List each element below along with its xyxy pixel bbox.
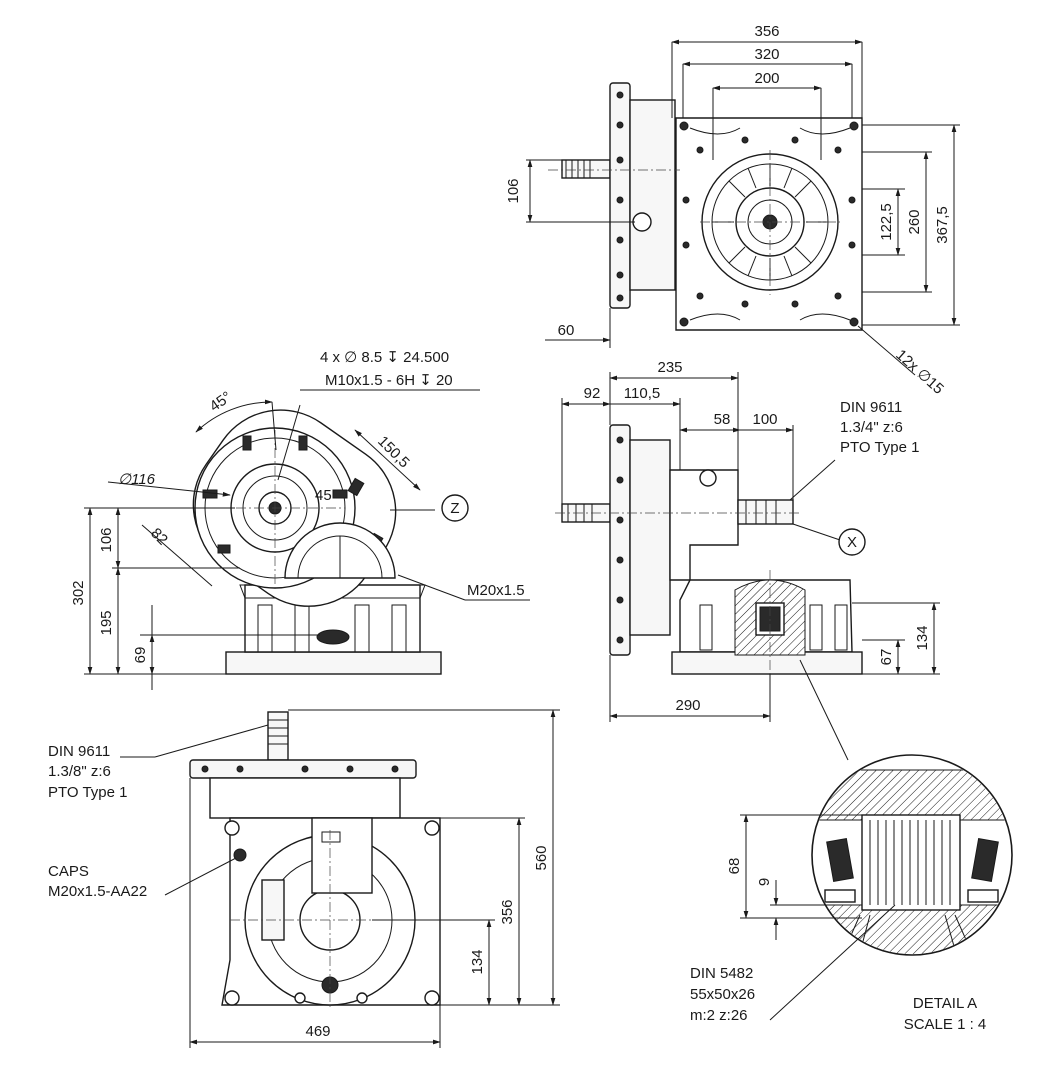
dim-106-left: 106 bbox=[98, 527, 115, 552]
dim-100: 100 bbox=[752, 411, 777, 428]
top-housing-body bbox=[629, 99, 676, 291]
dim-68: 68 bbox=[726, 858, 743, 875]
note-din5482-1: DIN 5482 bbox=[690, 965, 753, 982]
dim-60: 60 bbox=[558, 322, 575, 339]
left-base-plate bbox=[225, 651, 442, 675]
dim-302: 302 bbox=[70, 580, 87, 605]
note-din9611-out-1: DIN 9611 bbox=[840, 399, 902, 416]
dim-290: 290 bbox=[675, 697, 700, 714]
dim-195: 195 bbox=[98, 610, 115, 635]
note-din5482-3: m:2 z:26 bbox=[690, 1007, 748, 1024]
dim-560: 560 bbox=[533, 845, 550, 870]
left-housing-ribs bbox=[257, 604, 407, 653]
left-m20-plug bbox=[316, 629, 350, 645]
dim-92: 92 bbox=[584, 385, 601, 402]
dim-110-5: 110,5 bbox=[624, 385, 660, 402]
top-view: 356 320 200 106 122,5 260 367,5 60 12x ∅… bbox=[505, 23, 960, 398]
dim-69: 69 bbox=[132, 647, 149, 664]
note-din9611-in-3: PTO Type 1 bbox=[48, 784, 128, 801]
dim-200: 200 bbox=[754, 70, 779, 87]
dim-134-front: 134 bbox=[469, 949, 486, 974]
left-dimension-lines bbox=[84, 389, 530, 690]
front-dimension-lines bbox=[120, 709, 560, 1048]
side-dimension-lines bbox=[561, 372, 940, 761]
side-view: 235 92 110,5 58 100 67 134 290 DIN 9611 … bbox=[555, 359, 940, 761]
marker-x: X bbox=[847, 534, 857, 551]
detail-title: DETAIL A bbox=[913, 995, 977, 1012]
dim-106-top: 106 bbox=[505, 178, 522, 203]
top-dimension-lines bbox=[526, 39, 960, 376]
top-input-shaft bbox=[561, 159, 611, 179]
dim-356-front: 356 bbox=[499, 899, 516, 924]
note-din9611-in-2: 1.3/8" z:6 bbox=[48, 763, 111, 780]
dim-holes-12x15: 12x ∅15 bbox=[892, 346, 947, 398]
dim-58: 58 bbox=[714, 411, 731, 428]
note-din9611-out-3: PTO Type 1 bbox=[840, 439, 920, 456]
dim-367-5: 367,5 bbox=[934, 206, 951, 244]
marker-z: Z bbox=[450, 500, 459, 517]
note-din9611-out-2: 1.3/4" z:6 bbox=[840, 419, 903, 436]
dim-260: 260 bbox=[906, 209, 923, 234]
dim-356: 356 bbox=[754, 23, 779, 40]
dim-469: 469 bbox=[305, 1023, 330, 1040]
side-upper-housing bbox=[669, 469, 739, 581]
dim-angle-45: 45° bbox=[207, 388, 235, 415]
dim-134-side: 134 bbox=[914, 625, 931, 650]
note-din9611-in-1: DIN 9611 bbox=[48, 743, 110, 760]
note-caps-2: M20x1.5-AA22 bbox=[48, 883, 147, 900]
dim-9: 9 bbox=[756, 878, 773, 886]
top-bolt-holes bbox=[679, 121, 859, 327]
front-caps-plug bbox=[233, 848, 247, 862]
detail-a: 68 9 DIN 5482 55x50x26 m:2 z:26 DETAIL A… bbox=[690, 754, 1013, 1033]
dim-320: 320 bbox=[754, 46, 779, 63]
front-view: 560 356 134 469 DIN 9611 1.3/8" z:6 PTO … bbox=[48, 709, 560, 1048]
detail-dimension-lines bbox=[740, 814, 896, 1021]
dim-dia-116: ∅116 bbox=[118, 471, 156, 488]
dim-235: 235 bbox=[657, 359, 682, 376]
dim-82: 82 bbox=[147, 525, 171, 549]
detail-scale: SCALE 1 : 4 bbox=[904, 1016, 987, 1033]
dim-67: 67 bbox=[878, 649, 895, 666]
note-caps-1: CAPS bbox=[48, 863, 89, 880]
note-din5482-2: 55x50x26 bbox=[690, 986, 755, 1003]
note-holes-line2: M10x1.5 - 6H ↧ 20 bbox=[325, 372, 453, 389]
dim-angle-45-b: 45 bbox=[315, 487, 332, 504]
left-view: 45° ∅116 150,5 45 82 106 302 195 69 4 x … bbox=[70, 349, 530, 690]
side-flange-plate bbox=[609, 424, 631, 656]
dim-122-5: 122,5 bbox=[878, 203, 895, 241]
detail-spline-shaft bbox=[861, 814, 961, 911]
note-m20: M20x1.5 bbox=[467, 582, 525, 599]
note-holes-line1: 4 x ∅ 8.5 ↧ 24.500 bbox=[320, 349, 449, 366]
